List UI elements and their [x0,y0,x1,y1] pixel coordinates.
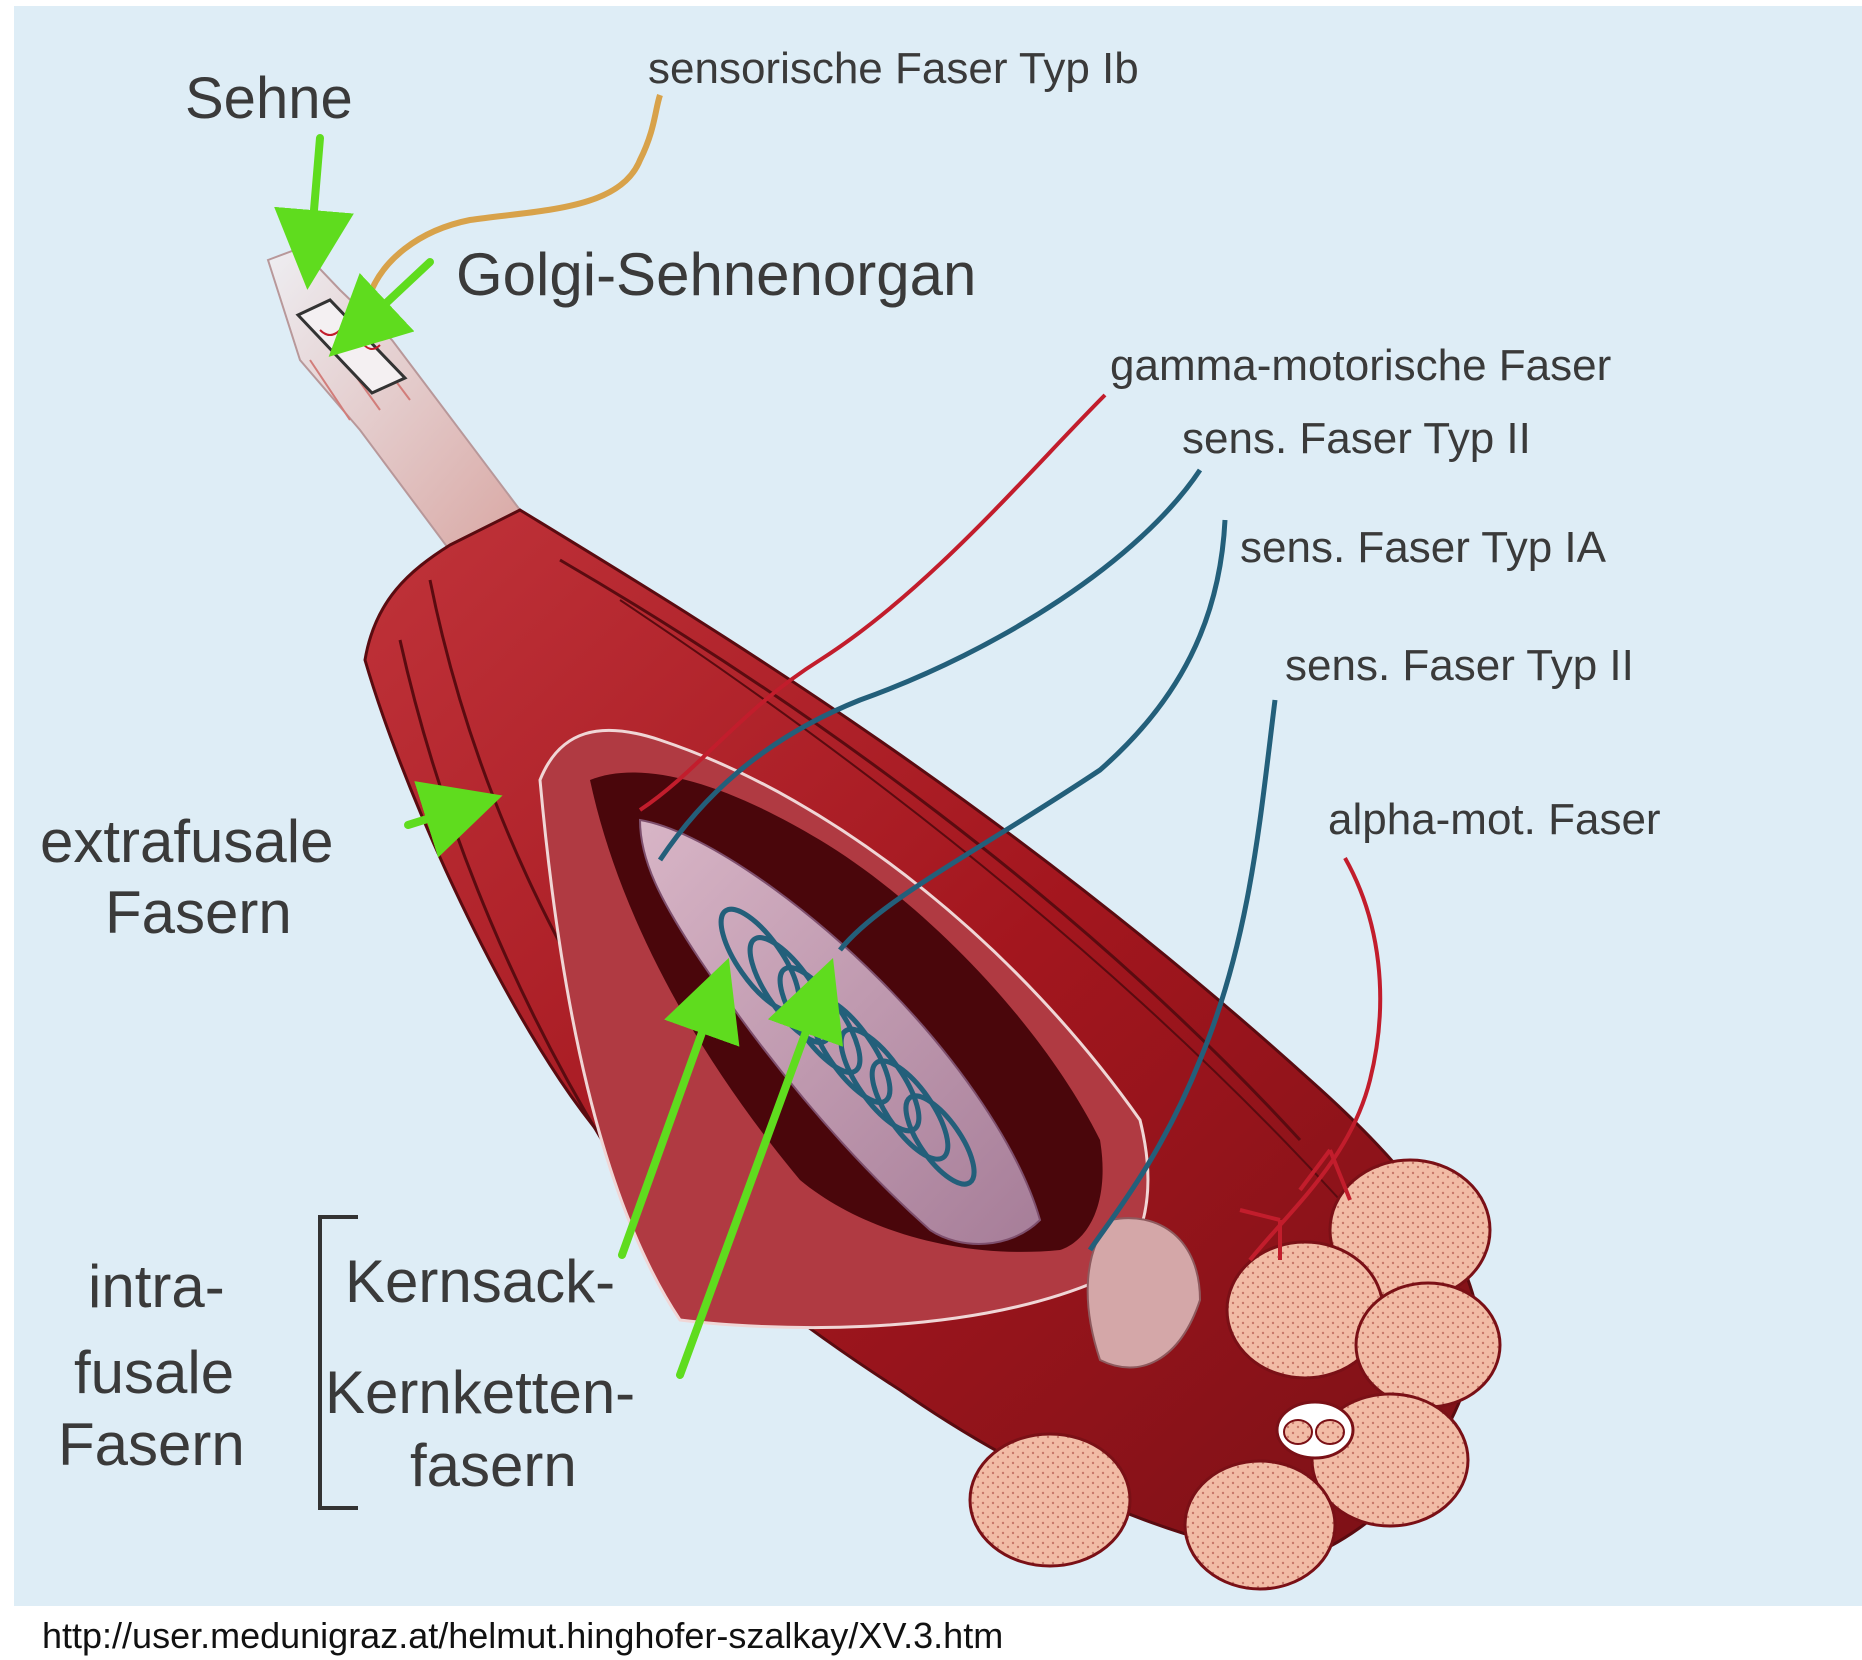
label-kernketten-fasern: fasern [410,1432,577,1499]
label-fusale: fusale [74,1339,234,1406]
label-golgi-sehnenorgan: Golgi-Sehnenorgan [456,241,976,308]
label-extrafusale-fasern: Fasern [105,879,292,946]
label-sens-faser-typ-ia: sens. Faser Typ IA [1240,523,1607,572]
label-gamma-motorische-faser: gamma-motorische Faser [1110,341,1611,390]
label-alpha-mot-faser: alpha-mot. Faser [1328,795,1661,844]
label-kernsack: Kernsack- [345,1248,615,1315]
label-intra: intra- [88,1253,225,1320]
label-kernketten: Kernketten- [325,1359,635,1426]
label-sensorische-faser-ib: sensorische Faser Typ Ib [648,44,1139,93]
label-sens-faser-typ-ii-mid: sens. Faser Typ II [1285,641,1634,690]
source-url: http://user.medunigraz.at/helmut.hinghof… [42,1615,1003,1656]
label-sehne: Sehne [185,66,353,131]
label-extrafusale: extrafusale [40,808,334,875]
label-intrafusale-fasern: Fasern [58,1411,245,1478]
label-sens-faser-typ-ii-top: sens. Faser Typ II [1182,414,1531,463]
